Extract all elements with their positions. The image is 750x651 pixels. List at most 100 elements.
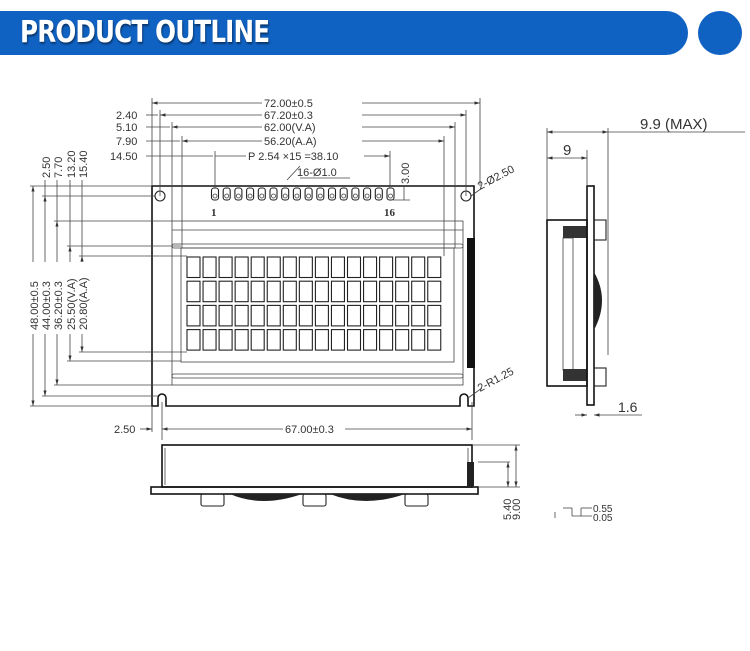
pin-pad — [339, 187, 348, 201]
voffset-7-70: 7.70 — [53, 157, 65, 178]
character-cell — [395, 329, 410, 351]
character-cell — [298, 256, 313, 279]
pin-hole — [235, 193, 241, 199]
pin-pad — [246, 187, 255, 201]
pin-pad — [269, 187, 278, 201]
character-cell — [411, 256, 426, 279]
character-cell — [411, 280, 426, 303]
character-cell — [346, 256, 362, 279]
character-cell — [202, 329, 217, 351]
pin-16-label: 16 — [384, 207, 396, 219]
character-cell — [234, 304, 249, 327]
character-cell — [186, 329, 201, 351]
character-cell — [330, 329, 346, 351]
pin-hole — [352, 193, 358, 199]
character-cell — [346, 329, 362, 351]
dim-hole-height: 44.00±0.3 — [41, 281, 53, 330]
pin-pad — [316, 187, 325, 201]
banner-dot — [698, 11, 742, 55]
viewing-area — [180, 247, 455, 363]
dim-bottom-width: 67.00±0.3 — [285, 424, 334, 436]
dim-active-area-width: 56.20(A.A) — [264, 136, 317, 148]
character-cell — [218, 256, 233, 279]
character-cell — [362, 256, 378, 279]
character-cell — [427, 329, 442, 351]
pin-pad — [304, 187, 313, 201]
character-cell — [202, 256, 217, 279]
pin-pad — [281, 187, 290, 201]
character-cell — [427, 304, 442, 327]
dim-hole-spacing: 67.20±0.3 — [264, 110, 313, 122]
pin-detail: 0.55 0.05 — [554, 504, 613, 524]
pin-hole — [376, 193, 382, 199]
dim-detail-0-55: 0.55 — [593, 504, 613, 515]
section-title: PRODUCT OUTLINE — [20, 15, 270, 50]
dim-total-height: 9.00 — [511, 499, 523, 520]
character-cell — [330, 304, 346, 327]
pin-hole — [364, 193, 370, 199]
pin-pad — [327, 187, 337, 201]
character-cell — [218, 280, 233, 303]
pin-hole — [306, 193, 312, 199]
pin-hole — [271, 193, 276, 199]
character-cell — [202, 304, 217, 327]
pin-row — [210, 187, 395, 201]
dim-connector-height: 5.40 — [502, 499, 514, 520]
character-cell — [314, 280, 329, 303]
pin-offset-label: 3.00 — [400, 163, 412, 184]
offset-5-10: 5.10 — [116, 122, 137, 134]
character-cell — [218, 304, 233, 327]
character-cell — [427, 256, 442, 279]
character-cell — [282, 256, 297, 279]
offset-2-40: 2.40 — [116, 110, 137, 122]
bezel-outline — [171, 220, 464, 386]
character-cell — [330, 256, 346, 279]
character-cell — [379, 304, 394, 327]
dim-overall-height: 48.00±0.5 — [29, 281, 41, 330]
pin-hole — [329, 193, 335, 199]
character-cell — [282, 280, 297, 303]
pin-diameter-label: 16-Ø1.0 — [297, 167, 337, 179]
character-cell — [346, 304, 362, 327]
section-banner: PRODUCT OUTLINE — [0, 11, 688, 55]
front-view: 1 16 72.00±0.5 67.20±0.3 62.00(V.A) 56.2… — [26, 96, 517, 440]
character-cell — [186, 304, 201, 327]
character-cell — [298, 280, 313, 303]
character-cell — [298, 304, 313, 327]
pin-hole — [259, 193, 265, 199]
offset-14-50: 14.50 — [110, 151, 138, 163]
character-grid — [186, 256, 442, 351]
character-cell — [411, 304, 426, 327]
character-cell — [314, 329, 329, 351]
dim-pin-pitch: P 2.54 ×15 =38.10 — [248, 151, 338, 163]
character-cell — [379, 256, 394, 279]
character-cell — [234, 329, 249, 351]
dim-viewing-area-width: 62.00(V.A) — [264, 122, 316, 134]
voffset-2-50: 2.50 — [41, 157, 53, 178]
character-cell — [411, 329, 426, 351]
pin-pad — [292, 187, 301, 201]
dim-bottom-offset: 2.50 — [114, 424, 135, 436]
character-cell — [379, 280, 394, 303]
backlight-connector — [467, 238, 475, 368]
side-view: 9.9 (MAX) 9 1.6 — [546, 116, 745, 417]
bottom-view: 5.40 9.00 — [150, 444, 523, 520]
pin-hole — [282, 193, 288, 199]
character-cell — [234, 280, 249, 303]
pin-hole — [224, 193, 230, 199]
pin-pad — [234, 187, 243, 201]
corner-radius-label: 2-R1.25 — [476, 366, 516, 395]
character-cell — [362, 329, 378, 351]
pin-hole — [212, 193, 218, 199]
dim-active-area-height: 20.80(A.A) — [78, 277, 90, 330]
character-cell — [250, 280, 265, 303]
character-cell — [266, 304, 281, 327]
character-cell — [314, 304, 329, 327]
character-cell — [218, 329, 233, 351]
dim-max-thickness: 9.9 (MAX) — [640, 116, 708, 133]
dim-pcb-thickness: 1.6 — [618, 399, 638, 415]
pin-hole — [388, 193, 393, 199]
character-cell — [379, 329, 394, 351]
character-cell — [314, 256, 329, 279]
